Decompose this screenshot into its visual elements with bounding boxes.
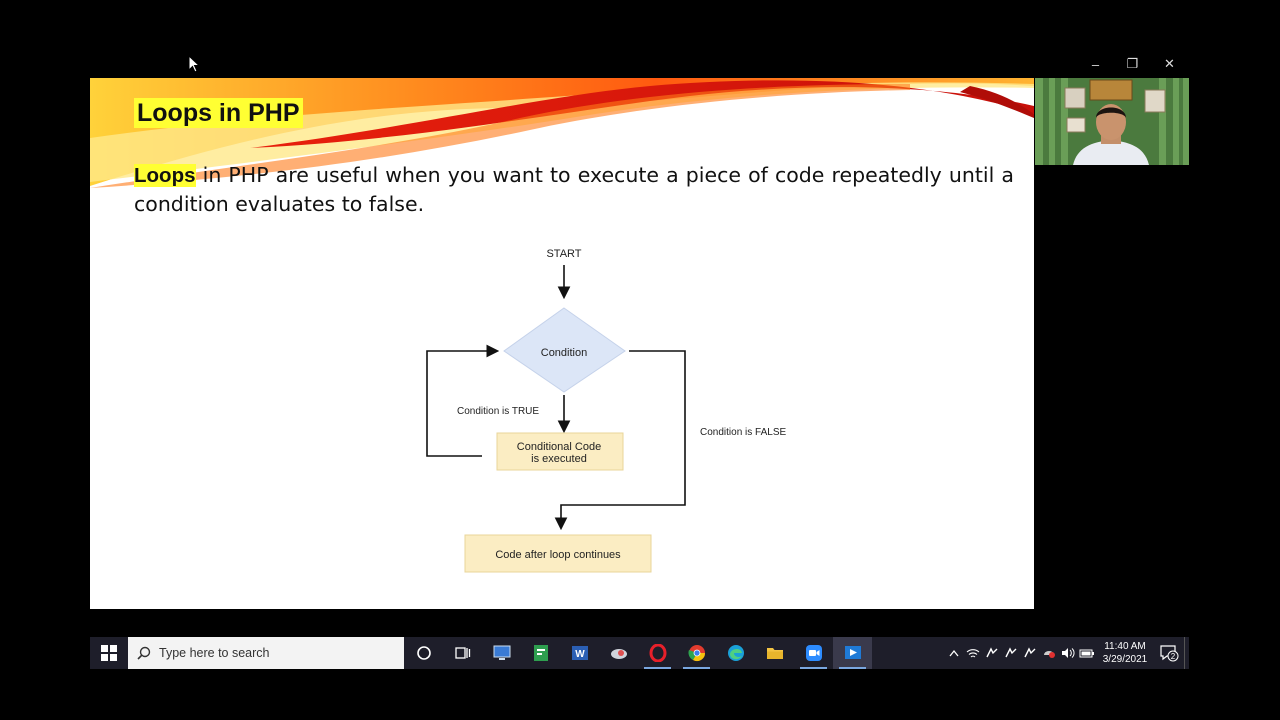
loop-back-arrow <box>426 344 500 457</box>
tray-security[interactable] <box>1039 637 1058 669</box>
chrome-icon <box>687 645 705 662</box>
show-hidden-icons-button[interactable] <box>944 637 963 669</box>
false-label: Condition is FALSE <box>700 427 786 438</box>
tray-volume[interactable] <box>1058 637 1077 669</box>
clock-time: 11:40 AM <box>1104 641 1146 652</box>
system-tray: 11:40 AM 3/29/2021 2 <box>944 637 1189 669</box>
loop-flowchart: START Condition Condition is TRUE Condit… <box>426 248 786 573</box>
volume-icon <box>1061 648 1074 658</box>
condition-label: Condition <box>541 347 587 359</box>
action-center-button[interactable]: 2 <box>1154 637 1184 669</box>
presenter-video <box>1035 78 1189 165</box>
tray-app-icon <box>1023 647 1035 658</box>
notification-count: 2 <box>1171 652 1176 661</box>
false-arrow <box>554 350 686 531</box>
cortana-button[interactable] <box>404 637 443 669</box>
taskbar-remote-desktop[interactable] <box>482 637 521 669</box>
slide-title: Loops in PHP <box>134 98 303 128</box>
mouse-cursor <box>188 55 200 73</box>
task-view-button[interactable] <box>443 637 482 669</box>
file-explorer-icon <box>766 648 783 659</box>
keyword-highlight: Loops <box>134 164 196 187</box>
window-controls: – ❐ ✕ <box>1077 52 1188 76</box>
after-loop-box <box>464 534 652 573</box>
security-alert-icon <box>1043 651 1055 658</box>
taskbar-clock[interactable]: 11:40 AM 3/29/2021 <box>1096 640 1154 666</box>
taskbar-chrome[interactable] <box>677 637 716 669</box>
start-button[interactable] <box>90 637 128 669</box>
taskbar-word[interactable]: W <box>560 637 599 669</box>
remote-desktop-icon <box>493 645 510 660</box>
tray-battery[interactable] <box>1077 637 1096 669</box>
tray-app-icon <box>1004 647 1016 658</box>
presentation-slide: Loops in PHP Loops in PHP are useful whe… <box>90 78 1034 609</box>
search-placeholder: Type here to search <box>159 646 270 660</box>
true-label: Condition is TRUE <box>457 406 539 417</box>
taskbar-screen-share[interactable] <box>833 637 872 669</box>
running-indicator <box>839 667 866 669</box>
cloud-app-icon <box>610 649 627 659</box>
condition-diamond <box>503 307 626 393</box>
tray-app-icon <box>985 647 997 658</box>
tray-app-1[interactable] <box>982 637 1001 669</box>
taskbar-project[interactable] <box>521 637 560 669</box>
word-icon: W <box>571 646 588 660</box>
slide-body-text: Loops in PHP are useful when you want to… <box>134 161 1014 219</box>
tray-app-3[interactable] <box>1020 637 1039 669</box>
windows-logo-icon <box>101 645 117 661</box>
after-loop-label: Code after loop continues <box>495 549 621 561</box>
taskbar-opera[interactable] <box>638 637 677 669</box>
running-indicator <box>800 667 827 669</box>
running-indicator <box>644 667 671 669</box>
restore-button[interactable]: ❐ <box>1126 56 1139 71</box>
tray-wifi[interactable] <box>963 637 982 669</box>
project-icon <box>533 645 548 661</box>
taskbar-file-explorer[interactable] <box>755 637 794 669</box>
taskbar-cloud-app[interactable] <box>599 637 638 669</box>
webcam-video-feed[interactable] <box>1035 78 1189 165</box>
taskbar-search-input[interactable]: Type here to search <box>128 637 404 669</box>
conditional-code-box <box>496 432 624 471</box>
tray-app-2[interactable] <box>1001 637 1020 669</box>
zoom-icon <box>805 645 822 661</box>
windows-taskbar: Type here to search W <box>90 637 1189 669</box>
clock-date: 3/29/2021 <box>1102 654 1148 665</box>
body-sentence: in PHP are useful when you want to execu… <box>134 163 1014 216</box>
wifi-icon <box>966 649 979 658</box>
close-button[interactable]: ✕ <box>1164 56 1175 71</box>
taskbar-edge[interactable] <box>716 637 755 669</box>
slide-banner-swoosh <box>90 78 1034 188</box>
conditional-code-line2: is executed <box>531 453 587 465</box>
cortana-icon <box>416 646 431 660</box>
screen-share-icon <box>844 646 861 659</box>
search-icon <box>137 646 151 660</box>
taskbar-zoom[interactable] <box>794 637 833 669</box>
chevron-up-icon <box>948 649 959 657</box>
edge-icon <box>727 645 744 661</box>
conditional-code-line1: Conditional Code <box>517 441 601 453</box>
opera-icon <box>649 644 666 662</box>
svg-text:W: W <box>575 649 585 660</box>
start-label: START <box>546 248 581 260</box>
show-desktop-button[interactable] <box>1184 637 1189 669</box>
task-view-icon <box>454 647 470 659</box>
notification-icon: 2 <box>1160 645 1179 662</box>
running-indicator <box>683 667 710 669</box>
battery-icon <box>1079 649 1094 658</box>
minimize-button[interactable]: – <box>1091 56 1100 72</box>
